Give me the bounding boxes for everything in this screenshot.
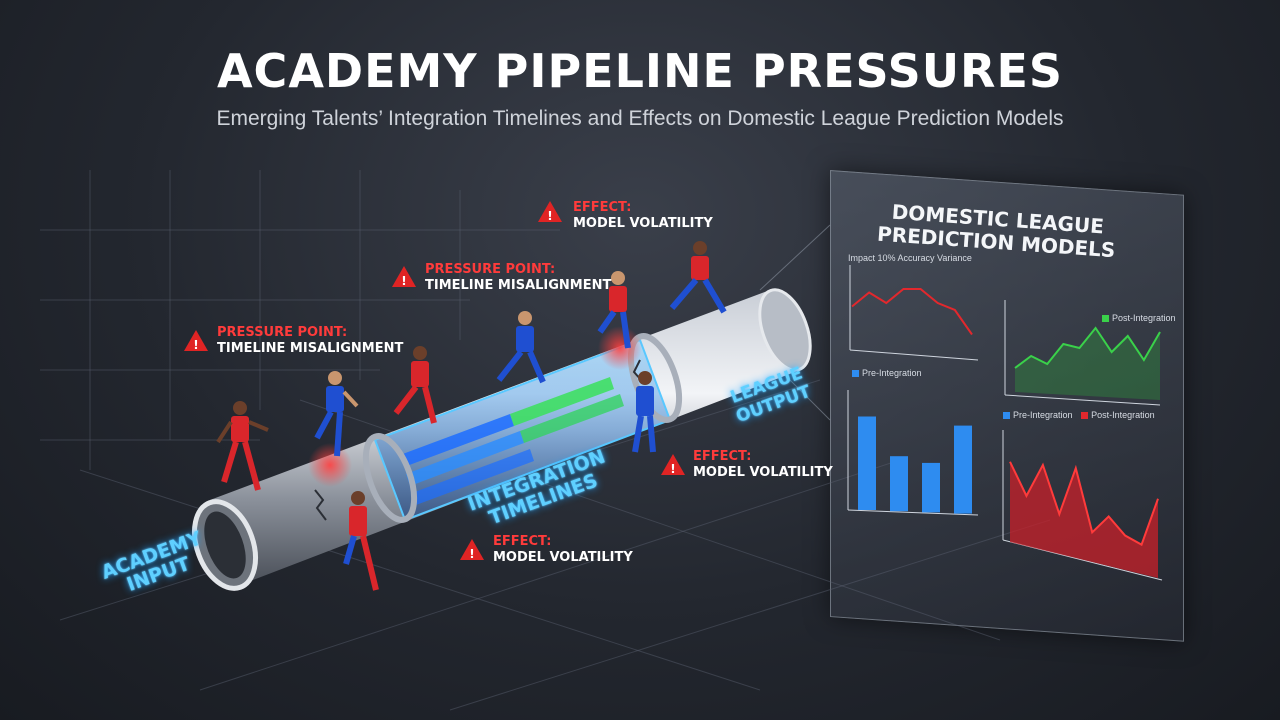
player-blue	[314, 371, 359, 457]
player-blue	[632, 371, 656, 453]
callout-head: EFFECT:	[573, 200, 632, 215]
player-red	[669, 241, 727, 314]
post-integration-area	[1010, 461, 1158, 578]
pressure-glow	[598, 326, 642, 370]
legend-swatch	[1102, 315, 1109, 323]
warning-icon: !	[460, 539, 484, 561]
legend-swatch	[852, 370, 859, 378]
chart-legend: Pre-Integration	[852, 368, 922, 378]
callout-head: PRESSURE POINT:	[425, 262, 556, 277]
warning-icon: !	[392, 266, 416, 288]
callout-head: EFFECT:	[493, 534, 552, 549]
callout-effect: EFFECT: MODEL VOLATILITY	[493, 534, 633, 566]
callout-effect: EFFECT: MODEL VOLATILITY	[693, 449, 833, 481]
chart-post-integration-line	[1004, 300, 1161, 406]
chart-accuracy-variance	[849, 265, 979, 361]
player-blue	[496, 311, 546, 384]
callout-head: EFFECT:	[693, 449, 752, 464]
callout-body: MODEL VOLATILITY	[693, 465, 833, 480]
pre-integration-bar	[922, 462, 940, 513]
callout-effect: EFFECT: MODEL VOLATILITY	[573, 200, 713, 232]
chart-legend: Post-Integration	[1102, 313, 1176, 323]
chart-pre-integration-bars	[847, 390, 979, 516]
pre-integration-bar	[954, 425, 972, 514]
chart-pre-post-integration	[1002, 430, 1163, 581]
players	[216, 241, 727, 591]
legend-label: Pre-Integration	[1013, 410, 1073, 420]
warning-icons: ! ! ! ! !	[184, 201, 685, 561]
panel-charts	[847, 265, 1163, 581]
callout-pressure-point: PRESSURE POINT: TIMELINE MISALIGNMENT	[425, 262, 611, 294]
warning-icon: !	[184, 330, 208, 352]
page-subtitle: Emerging Talents’ Integration Timelines …	[216, 107, 1064, 130]
pressure-glow	[308, 443, 352, 487]
svg-text:!: !	[469, 547, 474, 561]
callout-head: PRESSURE POINT:	[217, 325, 348, 340]
player-red	[393, 346, 437, 424]
legend-label: Post-Integration	[1091, 410, 1155, 420]
warning-icon: !	[661, 454, 685, 476]
callout-pressure-point: PRESSURE POINT: TIMELINE MISALIGNMENT	[217, 325, 403, 357]
chart-legend: Pre-Integration Post-Integration	[1003, 410, 1155, 420]
floor-grid	[40, 170, 1051, 711]
pre-integration-bar	[890, 456, 908, 512]
svg-text:!: !	[670, 462, 675, 476]
player-red	[343, 491, 379, 591]
page-title: ACADEMY PIPELINE PRESSURES	[216, 44, 1064, 98]
chart-label: Impact 10% Accuracy Variance	[848, 253, 972, 263]
legend-swatch	[1003, 412, 1010, 420]
callout-body: MODEL VOLATILITY	[493, 550, 633, 565]
legend-label: Pre-Integration	[862, 368, 922, 378]
panel-connector-lines	[759, 224, 831, 421]
callout-body: TIMELINE MISALIGNMENT	[217, 341, 404, 356]
svg-text:!: !	[401, 274, 406, 288]
post-integration-area	[1015, 328, 1160, 400]
pre-integration-bar	[858, 416, 876, 510]
legend-swatch	[1081, 412, 1089, 420]
warning-icon: !	[538, 201, 562, 223]
legend-label: Post-Integration	[1112, 313, 1176, 323]
callout-body: MODEL VOLATILITY	[573, 216, 713, 231]
accuracy-variance-line	[851, 288, 973, 336]
post-integration-line	[1009, 461, 1159, 547]
svg-text:!: !	[193, 338, 198, 352]
post-integration-line	[1014, 326, 1161, 369]
svg-text:!: !	[547, 209, 552, 223]
player-red	[216, 401, 269, 491]
player-red	[597, 271, 631, 349]
callout-body: TIMELINE MISALIGNMENT	[425, 278, 612, 293]
integration-segments	[400, 377, 624, 505]
